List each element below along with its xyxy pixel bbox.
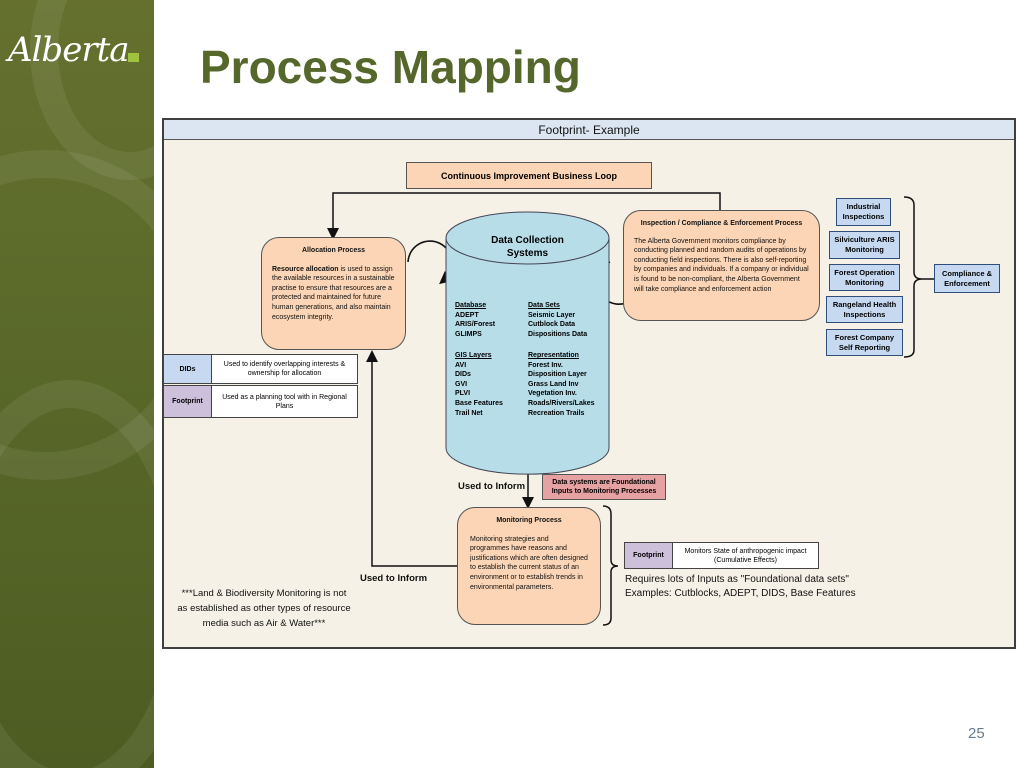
dids-row: DIDs Used to identify overlapping intere… xyxy=(163,354,358,384)
monitoring-title: Monitoring Process xyxy=(496,517,562,524)
diagram-header: Footprint- Example xyxy=(164,120,1014,140)
continuous-improvement-box: Continuous Improvement Business Loop xyxy=(406,162,652,189)
forest-operation-box: Forest Operation Monitoring xyxy=(829,264,900,291)
inspection-body: The Alberta Government monitors complian… xyxy=(634,237,809,293)
page-title: Process Mapping xyxy=(200,41,581,93)
used-to-inform-label-2: Used to Inform xyxy=(360,573,428,584)
logo-mark xyxy=(128,53,139,62)
allocation-process-box: Allocation Process Resource allocation i… xyxy=(261,237,406,350)
inspection-title: Inspection / Compliance & Enforcement Pr… xyxy=(640,220,803,227)
requires-inputs-note: Requires lots of Inputs as "Foundational… xyxy=(625,574,856,599)
alberta-logo: Alberta xyxy=(8,30,129,70)
monitoring-bracket xyxy=(602,505,619,626)
loop-line xyxy=(327,192,721,240)
foundational-inputs-note: Data systems are Foundational Inputs to … xyxy=(542,474,666,500)
data-collection-title: Data Collection Systems xyxy=(491,235,564,259)
used-to-inform-label-1: Used to Inform xyxy=(458,481,526,492)
page-number: 25 xyxy=(968,725,985,742)
self-reporting-box: Forest Company Self Reporting xyxy=(826,329,903,356)
monitoring-body: Monitoring strategies and programmes hav… xyxy=(470,535,588,591)
allocation-title: Allocation Process xyxy=(301,247,366,254)
inspection-process-box: Inspection / Compliance & Enforcement Pr… xyxy=(623,210,820,321)
data-cylinder xyxy=(445,211,610,475)
database-list: Database ADEPT ARIS/Forest GLIMPS xyxy=(455,302,496,338)
sidebar: Alberta xyxy=(0,0,154,768)
datasets-list: Data Sets Seismic Layer Cutblock Data Di… xyxy=(528,302,588,338)
inspection-bracket xyxy=(903,196,923,358)
gis-layers-list: GIS Layers AVI DIDs GVI PLVI Base Featur… xyxy=(455,352,503,417)
silviculture-monitoring-box: Silviculture ARIS Monitoring xyxy=(829,231,900,259)
rangeland-health-box: Rangeland Health Inspections xyxy=(826,296,903,323)
land-biodiversity-note: ***Land & Biodiversity Monitoring is not… xyxy=(177,588,351,629)
representation-list: Representation Forest Inv. Disposition L… xyxy=(528,352,595,417)
compliance-enforcement-box: Compliance & Enforcement xyxy=(934,264,1000,293)
footprint-monitor-row: Footprint Monitors State of anthropogeni… xyxy=(624,542,819,569)
monitoring-process-box: Monitoring Process Monitoring strategies… xyxy=(457,507,601,625)
allocation-body: Resource allocation is used to assign th… xyxy=(272,265,395,321)
industrial-inspections-box: Industrial Inspections xyxy=(836,198,891,226)
footprint-row: Footprint Used as a planning tool with i… xyxy=(163,385,358,418)
inform-arrow-back xyxy=(366,350,457,567)
